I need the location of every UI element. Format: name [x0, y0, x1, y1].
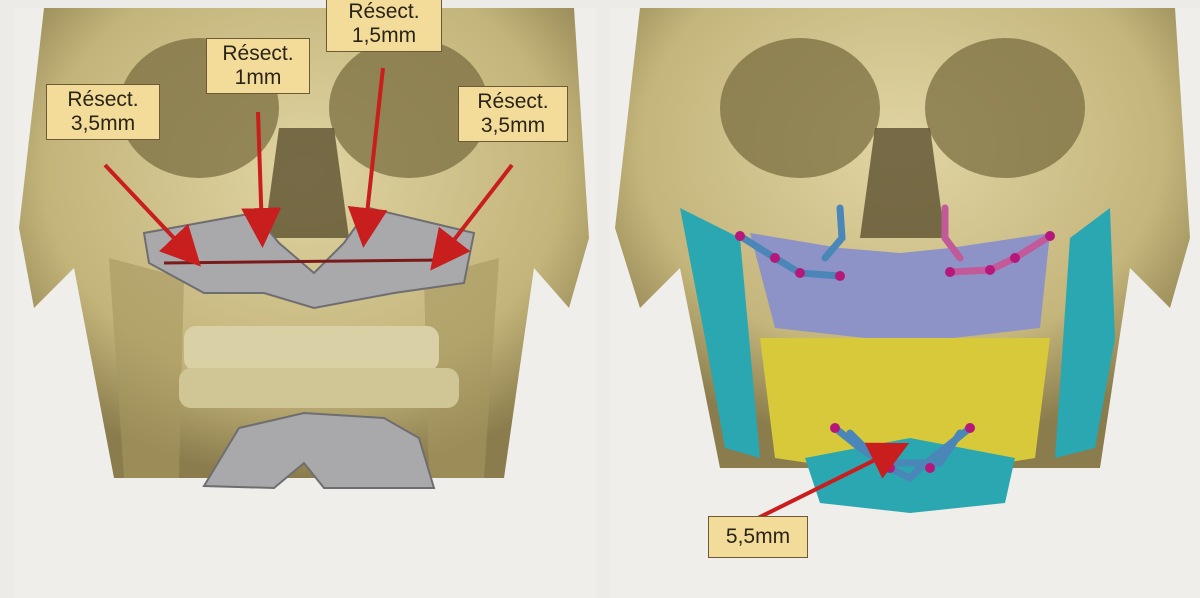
- skull-illustration-right: [615, 8, 1190, 513]
- orbit-right: [925, 38, 1085, 178]
- soft-tissue-right: [1055, 208, 1115, 458]
- orbit-left: [720, 38, 880, 178]
- label-advancement-line1: 5,5mm: [725, 525, 791, 548]
- nasal-cavity: [860, 128, 945, 238]
- nasal-cavity: [264, 128, 349, 238]
- label-resect-center-left-line1: Résect.: [222, 42, 294, 65]
- label-resect-center-left: Résect. 1mm: [206, 38, 310, 94]
- label-resect-left-line2: 3,5mm: [70, 112, 136, 135]
- label-advancement: 5,5mm: [708, 516, 808, 558]
- label-resect-center-left-line2: 1mm: [234, 66, 282, 89]
- label-resect-left-line1: Résect.: [67, 88, 139, 111]
- label-resect-center-right: Résect. 1,5mm: [326, 0, 442, 52]
- label-resect-left: Résect. 3,5mm: [46, 84, 160, 140]
- label-resect-right-line1: Résect.: [477, 90, 549, 113]
- mandible-segment: [760, 338, 1050, 478]
- label-resect-center-right-line2: 1,5mm: [351, 24, 417, 47]
- osteotomy-line: [163, 258, 445, 265]
- mandibular-guide: [202, 411, 436, 490]
- soft-tissue-left: [680, 208, 760, 458]
- label-resect-right: Résect. 3,5mm: [458, 86, 568, 142]
- skull-render-right: [610, 8, 1200, 598]
- fixation-plate-left: [736, 204, 846, 280]
- label-resect-center-right-line1: Résect.: [348, 0, 420, 23]
- lower-teeth: [179, 368, 459, 408]
- fixation-plate-right: [941, 204, 1054, 276]
- label-resect-right-line2: 3,5mm: [480, 114, 546, 137]
- upper-teeth: [184, 326, 439, 371]
- skull-illustration-left: [19, 8, 589, 490]
